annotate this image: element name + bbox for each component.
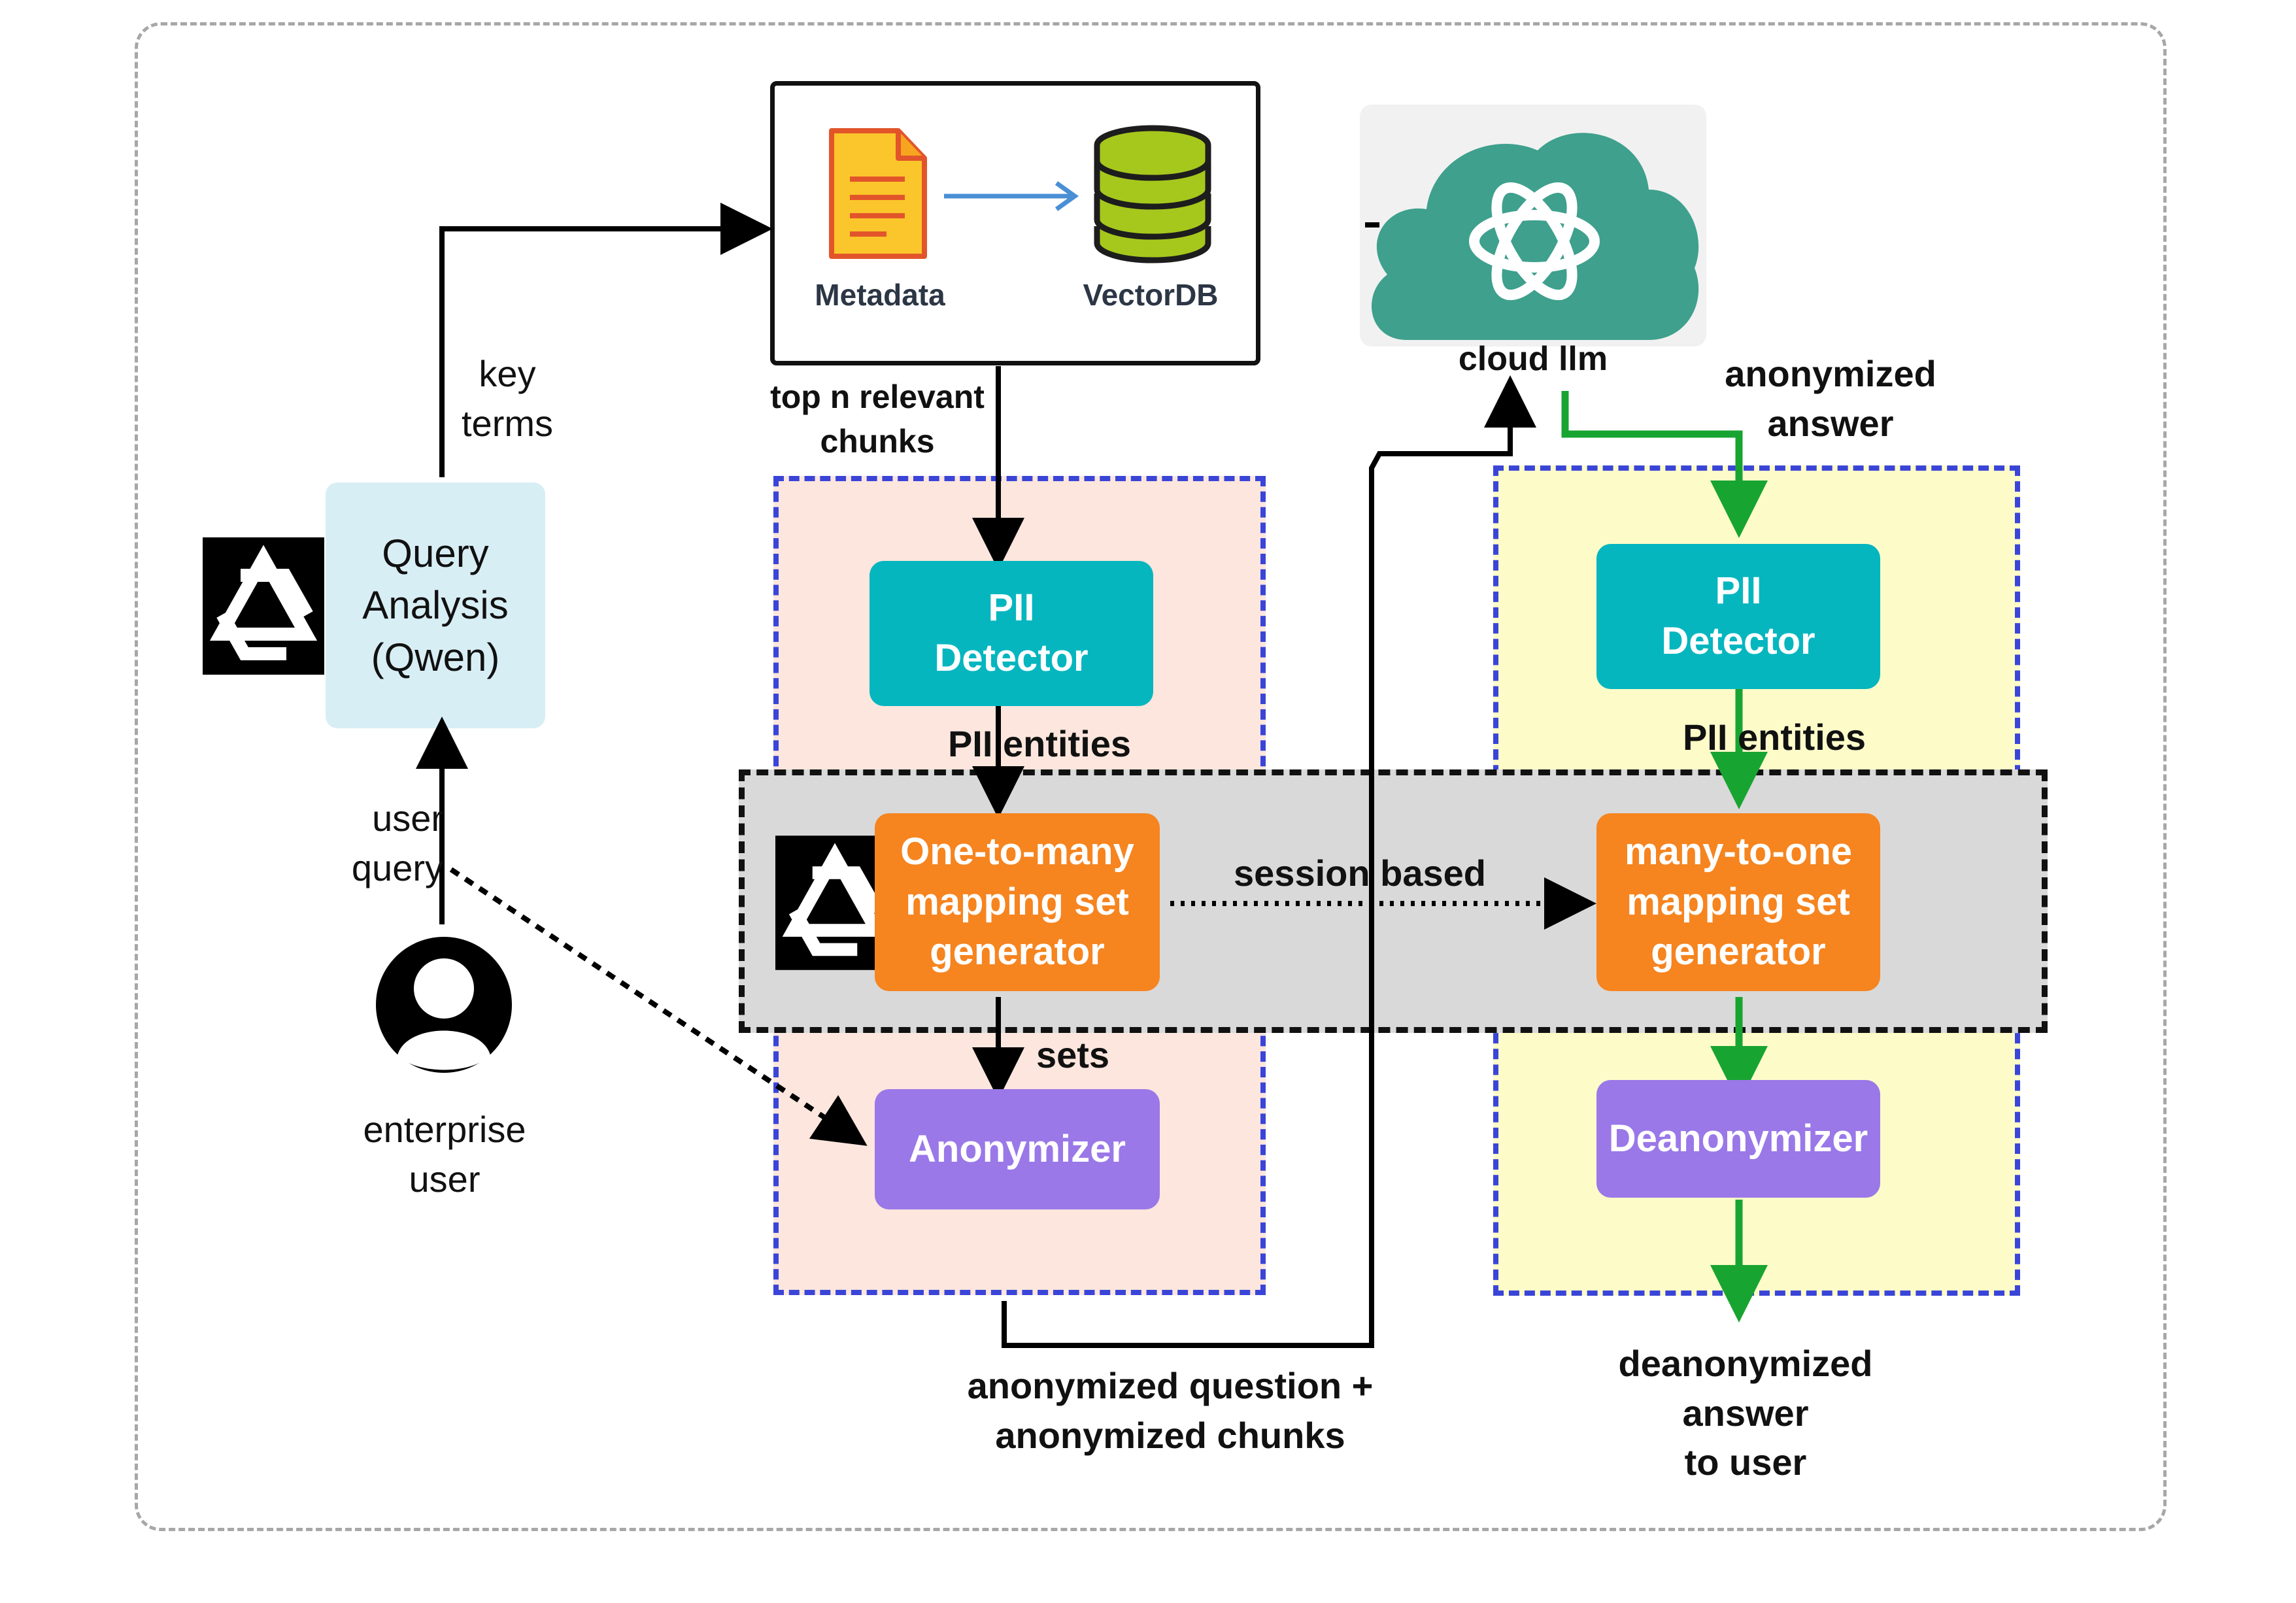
sets-label: sets xyxy=(1036,1034,1110,1075)
pii-entities-right-label: PII entities xyxy=(1682,717,1866,758)
enterprise-user-label: enterprise user xyxy=(363,1109,526,1200)
arrow-icon xyxy=(944,181,1079,211)
user-query-label: user query xyxy=(351,798,443,888)
one-to-many-generator: One-to-many mapping set generator xyxy=(875,813,1160,991)
document-icon xyxy=(829,128,927,259)
pii-detector-right: PII Detector xyxy=(1596,544,1880,689)
metadata-label: Metadata xyxy=(815,278,945,312)
qwen-logo-icon xyxy=(775,835,894,970)
cloud-icon xyxy=(1372,133,1699,340)
outer-frame xyxy=(135,22,2167,1531)
session-based-label: session based xyxy=(1234,852,1486,894)
qwen-logo-icon xyxy=(203,537,324,675)
pii-detector-left: PII Detector xyxy=(869,561,1153,706)
database-icon xyxy=(1094,125,1211,263)
vectordb-label: VectorDB xyxy=(1083,278,1219,312)
key-terms-label: key terms xyxy=(462,353,553,444)
top-chunks-label: top n relevant chunks xyxy=(770,379,985,460)
query-analysis-box: Query Analysis (Qwen) xyxy=(326,482,545,728)
deanonymized-answer-label: deanonymized answer to user xyxy=(1618,1343,1873,1483)
cloud-llm-label: cloud llm xyxy=(1458,340,1608,378)
many-to-one-generator: many-to-one mapping set generator xyxy=(1596,813,1880,991)
deanonymizer-box: Deanonymizer xyxy=(1596,1080,1880,1198)
anonymized-question-label: anonymized question + anonymized chunks xyxy=(967,1365,1374,1456)
pii-entities-left-label: PII entities xyxy=(947,723,1132,764)
user-icon xyxy=(376,937,512,1073)
openai-logo-icon xyxy=(1469,182,1600,301)
anonymized-answer-label: anonymized answer xyxy=(1725,353,1936,444)
anonymizer-box: Anonymizer xyxy=(875,1089,1160,1209)
